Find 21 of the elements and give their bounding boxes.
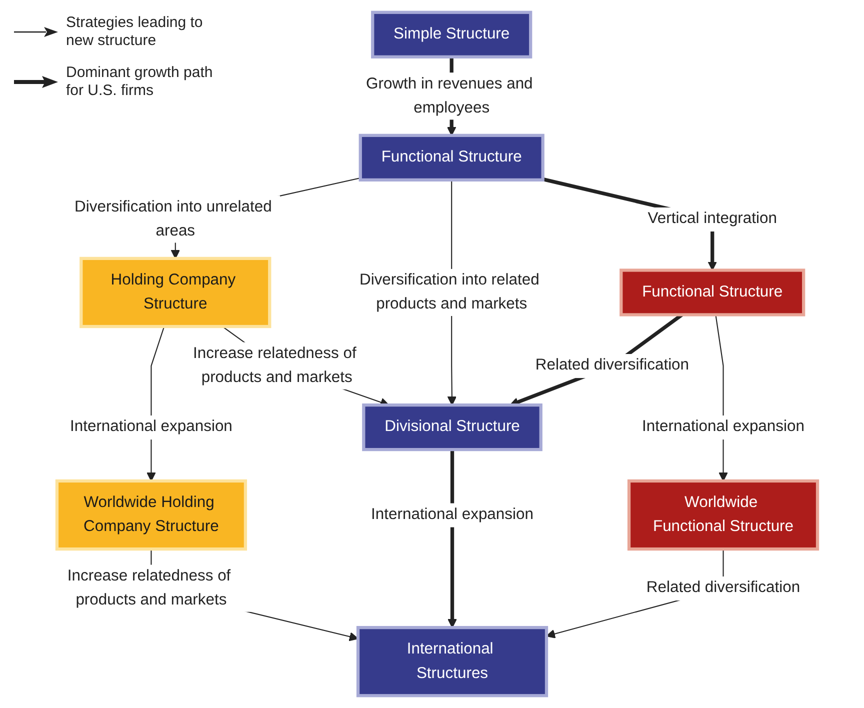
edge-label: Increase relatedness of products and markets — [193, 344, 356, 386]
legend-text: Dominant growth path for U.S. firms — [66, 64, 214, 100]
edge-label: International expansion — [642, 418, 804, 436]
edge-label: Vertical integration — [648, 209, 777, 228]
edge-label: International expansion — [371, 505, 534, 524]
edge-label: Related diversification — [535, 356, 690, 374]
node-box: Functional Structure — [358, 134, 544, 182]
node-box: Functional Structure — [620, 268, 806, 316]
legend-text: Strategies leading to new structure — [66, 14, 204, 50]
edge-label: Related diversification — [646, 578, 800, 596]
edge-label: Growth in revenues and employees — [366, 74, 533, 116]
edge-label: Increase relatedness of products and markets — [67, 566, 231, 608]
edge-label: Diversification into unrelated areas — [74, 198, 272, 240]
node-box: Worldwide Functional Structure — [627, 479, 820, 551]
edge-label: Diversification into related products and markets — [359, 271, 540, 312]
node-box: Simple Structure — [371, 10, 532, 58]
node-box: International Structures — [356, 626, 548, 698]
node-box: Divisional Structure — [362, 403, 542, 452]
node-box: Holding Company Structure — [80, 256, 272, 328]
edge-label: International expansion — [70, 418, 232, 436]
node-box: Worldwide Holding Company Structure — [55, 479, 248, 551]
